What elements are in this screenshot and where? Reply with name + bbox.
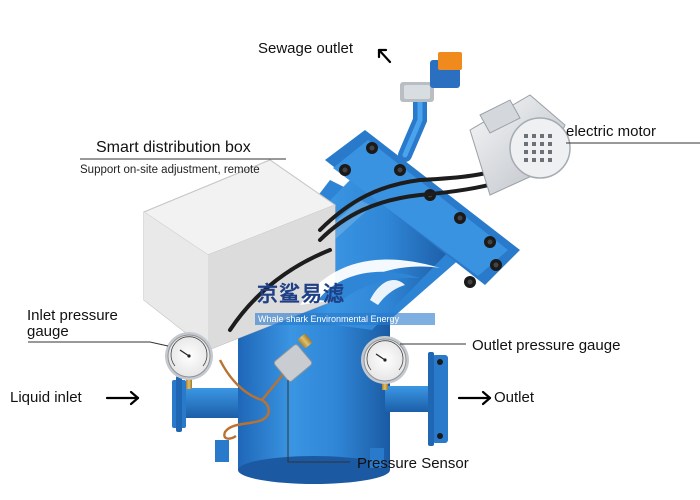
sewage-outlet-pipe: [398, 52, 462, 162]
distribution-box-label: Smart distribution box: [96, 139, 251, 156]
pressure-sensor-callout: Pressure Sensor: [287, 380, 469, 472]
brand-chinese-text: 京鲨易滤: [257, 282, 345, 306]
outlet-pressure-gauge: [361, 336, 409, 390]
outlet-arrow: [457, 390, 492, 406]
distribution-box: [142, 159, 337, 351]
inlet-pressure-gauge-callout: Inlet pressure gauge: [27, 307, 169, 347]
base-clamps: [215, 440, 384, 468]
outlet-label: Outlet: [494, 389, 535, 406]
outlet-pipe: [385, 352, 448, 446]
inlet-gauge-leader: [28, 341, 169, 347]
outlet-gauge-label: Outlet pressure gauge: [472, 337, 620, 354]
sewage-outlet-label: Sewage outlet: [258, 40, 354, 57]
filter-machine: 京鲨易滤 Whale shark Environmental Energy: [142, 52, 571, 484]
pressure-sensor-leader: [287, 380, 350, 463]
sewage-outlet-callout: Sewage outlet: [258, 40, 392, 64]
electric-motor: [469, 94, 571, 196]
sewage-outlet-arrow: [377, 48, 392, 64]
liquid-inlet-label: Liquid inlet: [10, 389, 83, 406]
brand-english-text: Whale shark Environmental Energy: [258, 314, 400, 324]
liquid-inlet-callout: Liquid inlet: [10, 389, 140, 406]
inlet-pressure-gauge: [165, 332, 213, 389]
outlet-pressure-gauge-callout: Outlet pressure gauge: [400, 337, 620, 354]
brand-logo: 京鲨易滤 Whale shark Environmental Energy: [255, 259, 440, 325]
electric-motor-label: electric motor: [566, 123, 656, 140]
inlet-gauge-label-line2: gauge: [27, 323, 69, 340]
support-note-label: Support on-site adjustment, remote: [80, 164, 260, 176]
liquid-inlet-arrow: [105, 390, 140, 406]
pressure-sensor-label: Pressure Sensor: [357, 455, 469, 472]
electric-motor-callout: electric motor: [566, 123, 700, 144]
top-flange: [325, 130, 520, 288]
outlet-callout: Outlet: [457, 389, 535, 406]
distribution-box-callout: Smart distribution box Support on-site a…: [80, 139, 286, 176]
pressure-sensor: [218, 334, 313, 440]
inlet-gauge-label-line1: Inlet pressure: [27, 307, 118, 324]
